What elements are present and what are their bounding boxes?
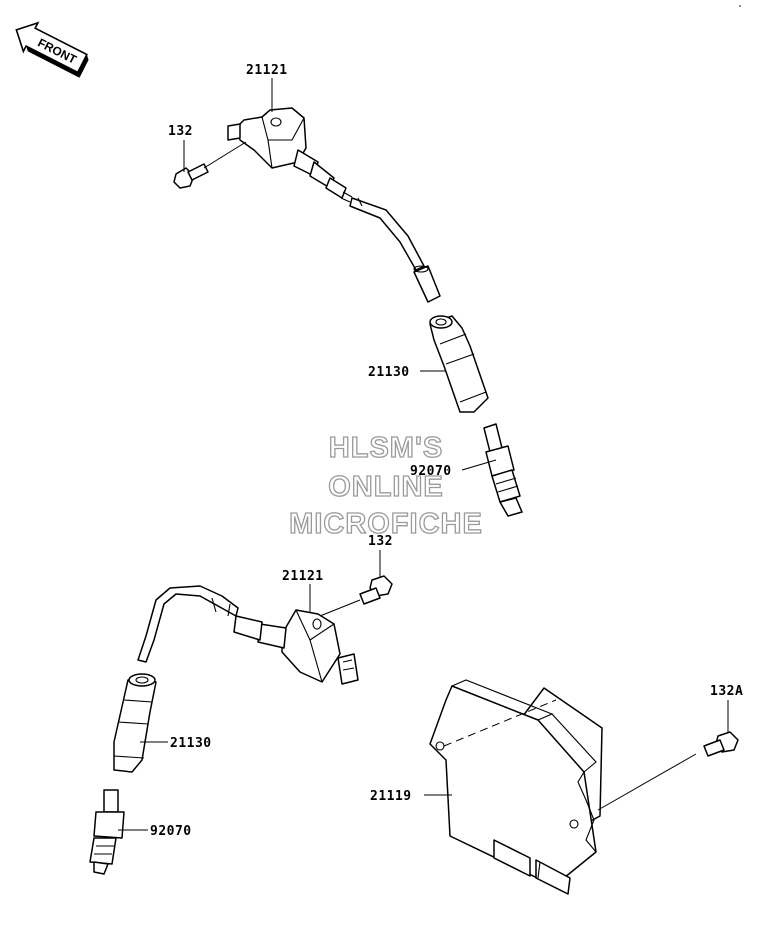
callout-labels: 21121 132 21130 92070 132 21121 21130 92… — [150, 63, 743, 839]
ecu-unit — [429, 679, 697, 895]
callout-21121-top: 21121 — [246, 63, 288, 78]
plug-cap-top — [429, 315, 489, 413]
callout-21121-middle: 21121 — [282, 569, 324, 584]
watermark: HLSM'S ONLINE MICROFICHE — [289, 431, 483, 540]
callout-21130-top: 21130 — [368, 365, 410, 380]
front-arrow-icon: FRONT — [15, 21, 89, 78]
callout-21119: 21119 — [370, 789, 412, 804]
ignition-coil-middle — [233, 609, 359, 685]
ignition-coil-top — [227, 107, 353, 203]
lead-wire-bottom — [137, 585, 239, 663]
watermark-line-1: HLSM'S — [329, 432, 443, 464]
callout-132-top: 132 — [168, 124, 193, 139]
callout-21130-bottom: 21130 — [170, 736, 212, 751]
callout-132-middle: 132 — [368, 534, 393, 549]
corner-dot — [739, 5, 741, 7]
spark-plug-bottom — [89, 789, 125, 875]
leader-lines — [118, 78, 729, 831]
callout-92070-top: 92070 — [410, 464, 452, 479]
lead-wire-top — [349, 197, 441, 303]
bolt-top — [173, 141, 247, 189]
bolt-middle — [319, 575, 393, 617]
watermark-line-2: ONLINE — [328, 471, 444, 503]
callout-132a: 132A — [710, 684, 743, 699]
spark-plug-top — [483, 423, 523, 517]
callout-92070-bottom: 92070 — [150, 824, 192, 839]
watermark-line-3: MICROFICHE — [289, 508, 483, 540]
plug-cap-bottom — [113, 673, 157, 773]
bolt-right — [703, 731, 739, 757]
